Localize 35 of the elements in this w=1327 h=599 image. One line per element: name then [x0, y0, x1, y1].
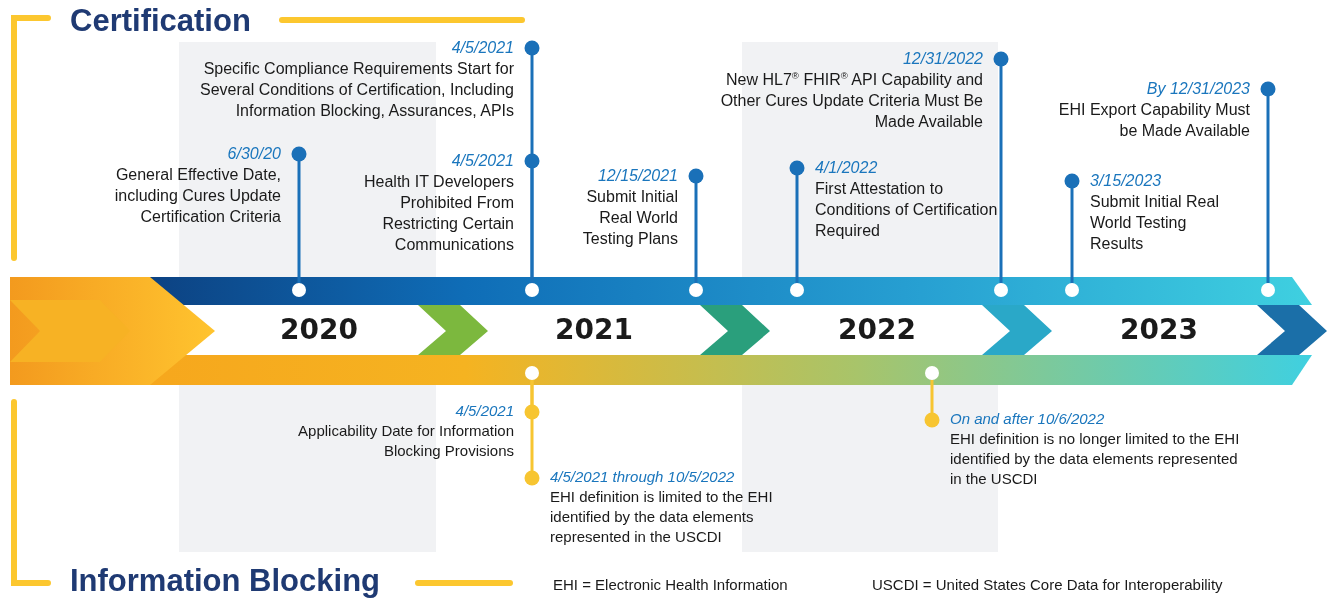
event-date: 4/5/2021 — [450, 38, 514, 58]
leader-line — [789, 160, 805, 283]
event-description: General Effective Date, including Cures Update Certification Criteria — [113, 165, 281, 227]
event-description: Applicability Date for Information Blocking Provisions — [297, 421, 514, 461]
year-label: 2021 — [555, 313, 633, 347]
event-date: 4/5/2021 — [454, 401, 514, 421]
event-description: Health IT Developers Prohibited From Restricting Certain Communications — [363, 172, 514, 255]
event-description: First Attestation to Conditions of Certification Required — [815, 179, 999, 241]
event-date: 12/31/2022 — [901, 49, 983, 69]
section-heading: Information Blocking — [70, 562, 380, 599]
event-description: New HL7$^{®}$ FHIR$^{®}$ API Capability and Other Cures Update Criteria Must Be Made Available — [719, 69, 983, 132]
event-description: EHI definition is limited to the EHI identified by the data elements represented in the USCDI — [550, 487, 774, 547]
leader-line — [291, 146, 307, 283]
event-description: EHI definition is no longer limited to the EHI identified by the data elements represented in the USCDI — [950, 429, 1240, 489]
year-label: 2023 — [1120, 313, 1198, 347]
footnote: EHI = Electronic Health Information — [553, 575, 788, 595]
event-date: 4/5/2021 through 10/5/2022 — [550, 467, 736, 487]
section-heading: Certification — [70, 2, 251, 39]
event-description: Submit Initial Real World Testing Plans — [581, 187, 678, 249]
year-label: 2022 — [838, 313, 916, 347]
event-description: EHI Export Capability Must be Made Available — [1057, 100, 1250, 141]
leader-line — [1064, 173, 1080, 283]
event-date: 6/30/20 — [226, 144, 281, 164]
leader-line — [688, 168, 704, 283]
event-date: 4/5/2021 — [450, 151, 514, 171]
event-date: By 12/31/2023 — [1145, 79, 1250, 99]
event-date: 12/15/2021 — [596, 166, 678, 186]
event-description: Specific Compliance Requirements Start for Several Conditions of Certification, Including Information Blocking, Assurances, APIs — [199, 59, 514, 121]
event-date: 3/15/2023 — [1090, 171, 1163, 191]
footnote: USCDI = United States Core Data for Interoperability — [872, 575, 1223, 595]
event-date: On and after 10/6/2022 — [950, 409, 1106, 429]
event-date: 4/1/2022 — [815, 158, 879, 178]
leader-line — [924, 380, 940, 428]
year-label: 2020 — [280, 313, 358, 347]
event-description: Submit Initial Real World Testing Results — [1090, 192, 1220, 254]
